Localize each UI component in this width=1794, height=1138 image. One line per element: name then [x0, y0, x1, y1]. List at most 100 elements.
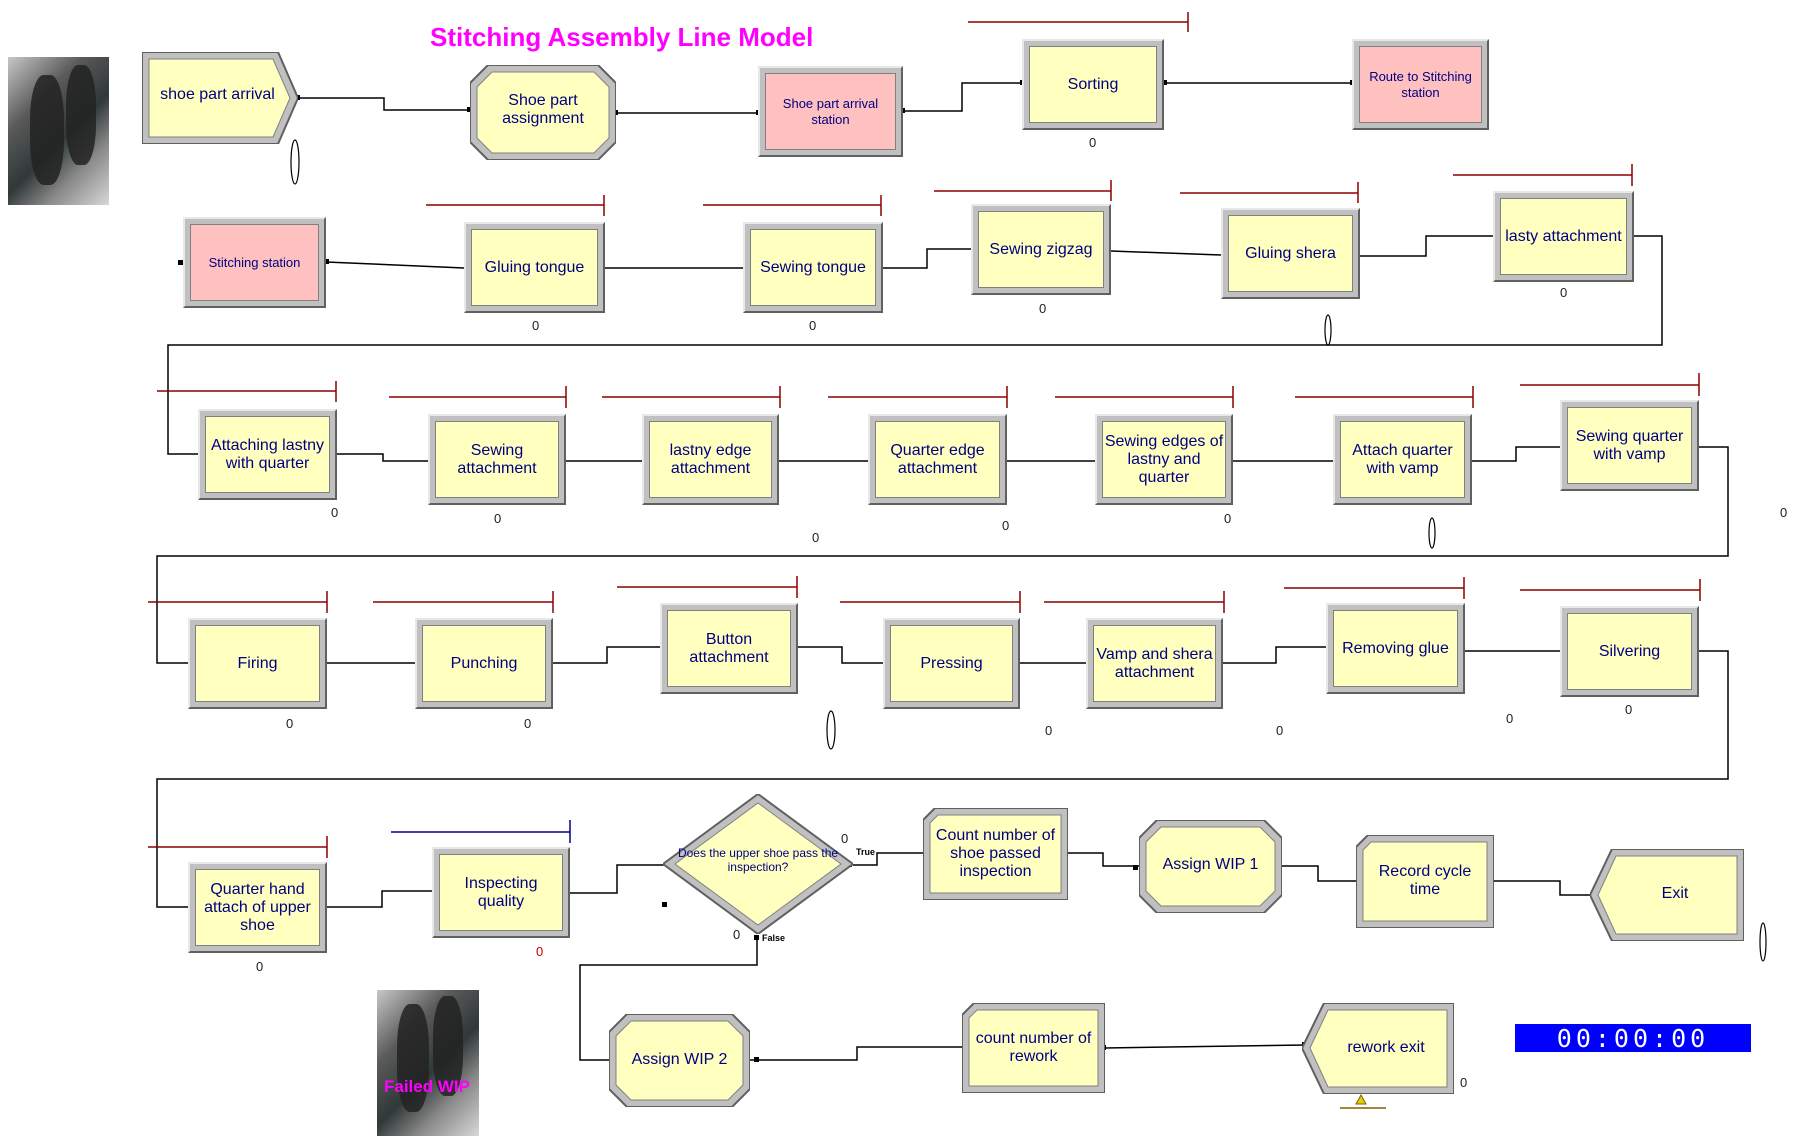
sewing-edges-module[interactable]: Sewing edges of lastny and quarter	[1095, 414, 1233, 505]
queue-count: 0	[1560, 285, 1568, 300]
module-label: Attaching lastny with quarter	[211, 436, 324, 472]
lasty-attachment-module[interactable]: lasty attachment	[1493, 191, 1634, 282]
silvering-module[interactable]: Silvering	[1560, 606, 1699, 697]
removing-glue-module[interactable]: Removing glue	[1326, 603, 1465, 694]
sewing-quarter-vamp-module[interactable]: Sewing quarter with vamp	[1560, 400, 1699, 491]
module-label: Attach quarter with vamp	[1352, 441, 1453, 477]
resource-marker-icon	[1759, 922, 1767, 962]
connector	[1472, 446, 1560, 462]
connector	[553, 646, 660, 664]
stitching-station-module[interactable]: Stitching station	[183, 217, 326, 308]
connector	[883, 248, 971, 269]
count-rework-module[interactable]: count number of rework	[962, 1003, 1105, 1093]
sewing-tongue-module[interactable]: Sewing tongue	[743, 222, 883, 313]
gluing-shera-module[interactable]: Gluing shera	[1221, 208, 1360, 299]
queue-line	[1453, 164, 1633, 186]
connector	[1068, 852, 1139, 867]
queue-line	[703, 195, 882, 216]
queue-count: 0	[536, 944, 544, 959]
record-cycle-time-module[interactable]: Record cycle time	[1356, 835, 1494, 928]
module-label: lasty attachment	[1505, 227, 1622, 245]
inspection-decide-module[interactable]: Does the upper shoe pass the inspection?	[663, 794, 853, 934]
simulation-clock: 00:00:00	[1515, 1024, 1751, 1053]
queue-line	[828, 386, 1008, 408]
connector	[298, 97, 470, 111]
queue-count: 0	[532, 318, 540, 333]
connector	[337, 453, 428, 462]
queue-line	[1520, 373, 1700, 396]
module-label: Firing	[237, 654, 278, 672]
connector	[156, 446, 1729, 664]
route-to-stitching-module[interactable]: Route to Stitching station	[1352, 39, 1489, 130]
false-branch-label: False	[762, 933, 786, 943]
module-label: Inspecting quality	[464, 874, 538, 910]
queue-count: 0	[494, 511, 502, 526]
module-label: Sewing tongue	[760, 258, 866, 276]
module-label: Exit	[1661, 885, 1689, 902]
connector	[1360, 235, 1493, 257]
module-label: Button attachment	[689, 630, 769, 666]
exit-module[interactable]: Exit	[1590, 849, 1744, 941]
queue-line	[1284, 577, 1465, 599]
decide-count-true: 0	[841, 831, 849, 846]
module-label: Sewing attachment	[457, 441, 537, 477]
module-label: Assign WIP 1	[1162, 856, 1259, 873]
module-label: count number of rework	[975, 1030, 1092, 1065]
queue-count: 0	[1625, 702, 1633, 717]
resource-marker-icon	[1428, 517, 1436, 549]
quarter-hand-module[interactable]: Quarter hand attach of upper shoe	[188, 862, 327, 953]
connector	[853, 852, 923, 866]
sewing-zigzag-module[interactable]: Sewing zigzag	[971, 204, 1111, 295]
queue-line	[373, 591, 554, 613]
pressing-module[interactable]: Pressing	[883, 618, 1020, 709]
queue-line	[1055, 386, 1234, 408]
queue-count: 0	[1780, 505, 1788, 520]
vamp-shera-module[interactable]: Vamp and shera attachment	[1086, 618, 1223, 709]
queue-count: 0	[1039, 301, 1047, 316]
quarter-edge-module[interactable]: Quarter edge attachment	[868, 414, 1007, 505]
queue-count: 0	[286, 716, 294, 731]
attaching-lastny-module[interactable]: Attaching lastny with quarter	[198, 409, 337, 500]
decide-count-false: 0	[733, 927, 741, 942]
module-label: Count number of shoe passed inspection	[935, 827, 1056, 880]
connector-point	[178, 260, 183, 265]
queue-count: 0	[1002, 518, 1010, 533]
inspecting-quality-module[interactable]: Inspecting quality	[432, 847, 570, 938]
module-label: Gluing shera	[1245, 244, 1336, 262]
queue-line	[389, 386, 567, 408]
failed-wip-picture-icon	[377, 990, 479, 1136]
queue-count: 0	[1089, 135, 1097, 150]
assign-wip1-module[interactable]: Assign WIP 1	[1139, 820, 1282, 913]
connector	[1223, 646, 1326, 664]
shoe-part-assignment-module[interactable]: Shoe part assignment	[470, 65, 616, 160]
queue-line	[148, 591, 328, 613]
firing-module[interactable]: Firing	[188, 618, 327, 709]
queue-line	[934, 180, 1112, 201]
module-label: Removing glue	[1342, 639, 1449, 657]
shoe-part-arrival-station-module[interactable]: Shoe part arrival station	[758, 66, 903, 157]
failed-wip-label: Failed WIP	[384, 1077, 470, 1096]
queue-line	[1295, 386, 1474, 408]
connector-point	[662, 902, 667, 907]
module-label: Stitching station	[208, 254, 301, 270]
sorting-module[interactable]: Sorting	[1022, 39, 1164, 130]
punching-module[interactable]: Punching	[415, 618, 553, 709]
attach-quarter-vamp-module[interactable]: Attach quarter with vamp	[1333, 414, 1472, 505]
button-attachment-module[interactable]: Button attachment	[660, 603, 798, 694]
assign-wip2-module[interactable]: Assign WIP 2	[609, 1014, 750, 1107]
gluing-tongue-module[interactable]: Gluing tongue	[464, 222, 605, 313]
resource-markers	[290, 139, 1767, 962]
module-label: Does the upper shoe pass the inspection?	[677, 846, 839, 874]
rework-exit-module[interactable]: rework exit	[1302, 1003, 1454, 1094]
queue-line	[968, 12, 1189, 32]
connector	[167, 235, 1663, 455]
count-passed-module[interactable]: Count number of shoe passed inspection	[923, 808, 1068, 900]
module-label: rework exit	[1347, 1039, 1425, 1056]
module-label: shoe part arrival	[160, 86, 275, 103]
module-label: Shoe part arrival station	[782, 95, 879, 127]
sewing-attachment-module[interactable]: Sewing attachment	[428, 414, 566, 505]
lastny-edge-module[interactable]: lastny edge attachment	[642, 414, 779, 505]
shoe-part-arrival-module[interactable]: shoe part arrival	[142, 52, 298, 144]
queue-count: 0	[256, 959, 264, 974]
